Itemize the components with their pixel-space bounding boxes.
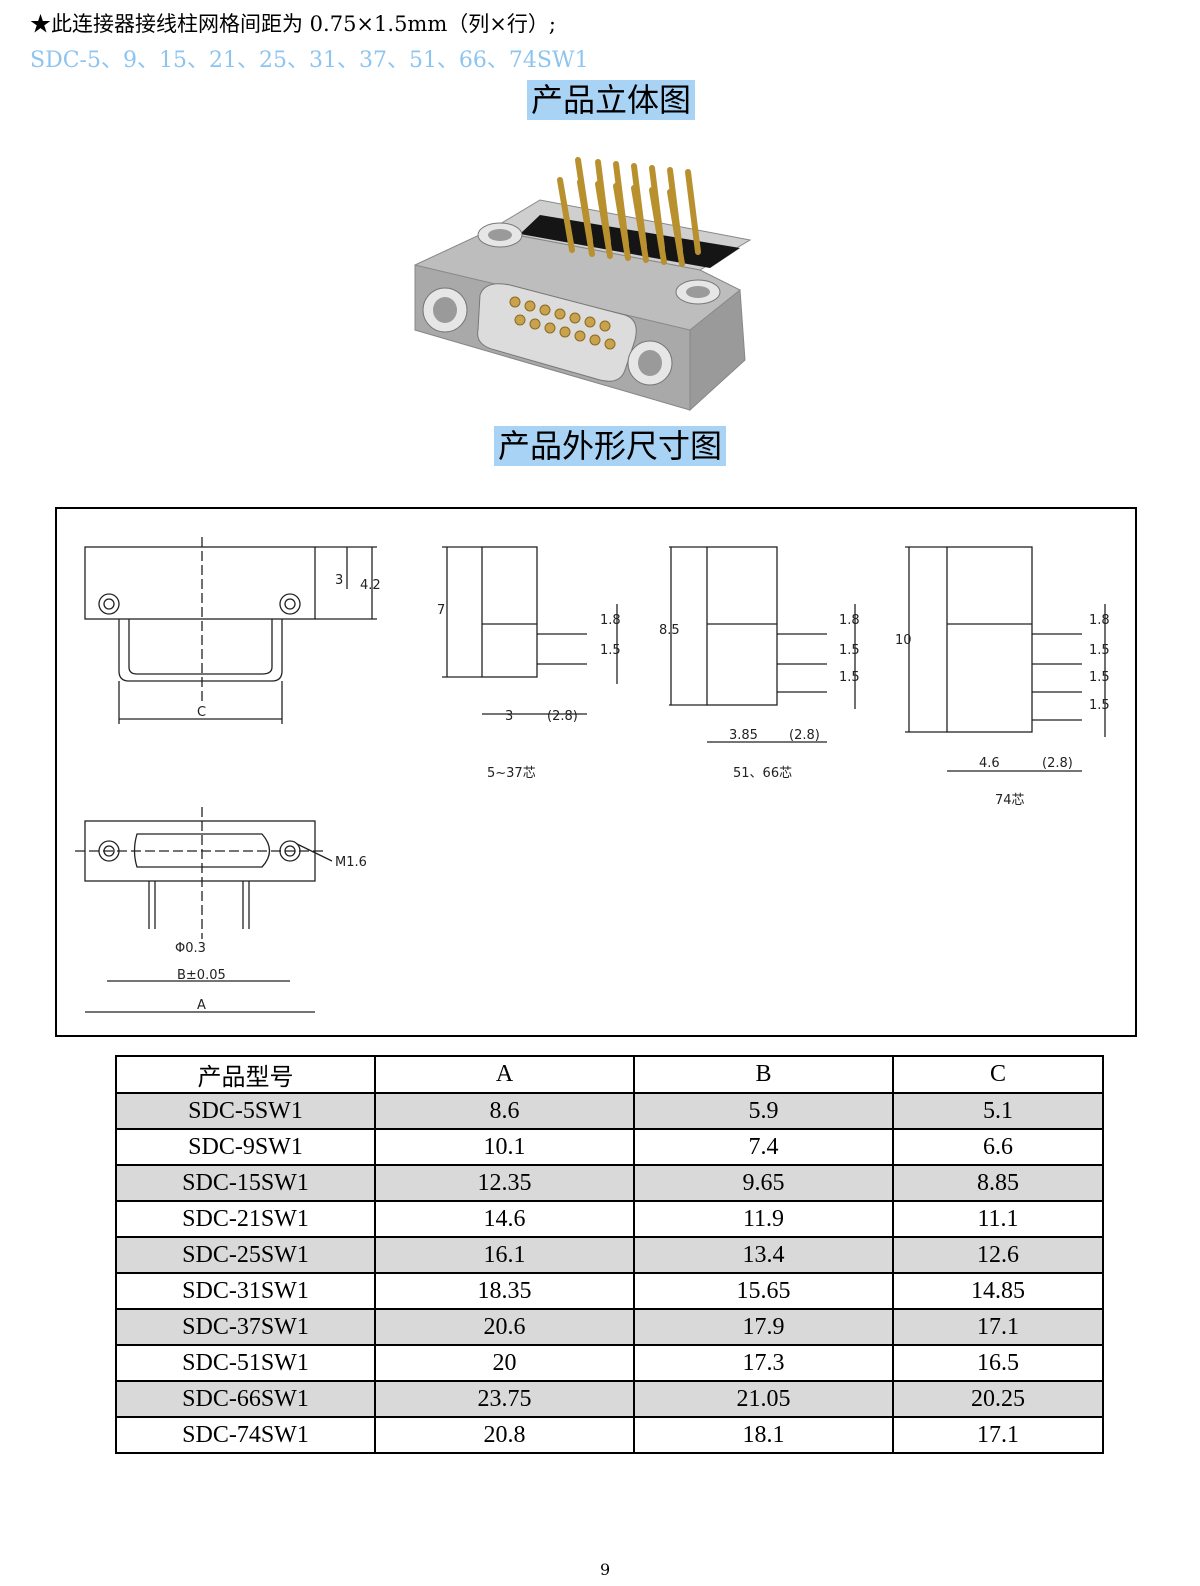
dim-phi: Φ0.3 (175, 941, 206, 956)
dim-w3-85: 3.85 (729, 728, 758, 743)
cell-a: 14.6 (374, 1200, 635, 1238)
cell-b: 17.3 (633, 1344, 894, 1382)
cell-model: SDC-51SW1 (115, 1344, 376, 1382)
caption-51-66: 51、66芯 (733, 766, 792, 781)
cell-model: SDC-25SW1 (115, 1236, 376, 1274)
caption-74: 74芯 (995, 793, 1025, 808)
header-a: A (374, 1055, 635, 1094)
dim-4-2: 4.2 (360, 578, 381, 593)
cell-b: 5.9 (633, 1092, 894, 1130)
dim-8-5: 8.5 (659, 623, 680, 638)
cell-model: SDC-74SW1 (115, 1416, 376, 1454)
caption-5-37: 5~37芯 (487, 766, 536, 781)
cell-a: 10.1 (374, 1128, 635, 1166)
table-header-row: 产品型号 A B C (115, 1055, 1104, 1094)
dim-3: 3 (335, 573, 343, 588)
drawing-svg: C 3 4.2 7 1.8 1.5 3 (2.8) 5~37芯 8.5 1.8 … (75, 537, 1110, 1013)
cell-c: 16.5 (892, 1344, 1104, 1382)
cell-model: SDC-15SW1 (115, 1164, 376, 1202)
header-model: 产品型号 (115, 1055, 376, 1094)
dim-1-5-a: 1.5 (600, 643, 621, 658)
cell-a: 16.1 (374, 1236, 635, 1274)
dim-2-8-a: (2.8) (547, 709, 578, 724)
cell-c: 14.85 (892, 1272, 1104, 1310)
dim-2-8-b: (2.8) (789, 728, 820, 743)
cell-model: SDC-31SW1 (115, 1272, 376, 1310)
page-number: 9 (600, 1560, 611, 1579)
grid-pitch-note: ★此连接器接线柱网格间距为 0.75×1.5mm（列×行）; (30, 12, 556, 36)
header-b: B (633, 1055, 894, 1094)
dim-m1-6: M1.6 (335, 855, 367, 870)
cell-c: 17.1 (892, 1308, 1104, 1346)
dim-1-5-d: 1.5 (1089, 643, 1110, 658)
cell-a: 20 (374, 1344, 635, 1382)
cell-b: 21.05 (633, 1380, 894, 1418)
cell-a: 8.6 (374, 1092, 635, 1130)
dim-a: A (197, 998, 206, 1013)
cell-b: 9.65 (633, 1164, 894, 1202)
front-view-flange (84, 546, 316, 620)
heading-dimension-drawing: 产品外形尺寸图 (494, 426, 727, 466)
front-view-body (118, 619, 283, 682)
dim-w4-6: 4.6 (979, 756, 1000, 771)
cell-model: SDC-37SW1 (115, 1308, 376, 1346)
dim-w3: 3 (505, 709, 513, 724)
dim-7: 7 (437, 603, 445, 618)
dim-b: B±0.05 (177, 968, 226, 983)
model-series: SDC-5、9、15、21、25、31、37、51、66、74SW1 (30, 48, 589, 73)
dim-10: 10 (895, 633, 912, 648)
cell-b: 7.4 (633, 1128, 894, 1166)
cell-b: 13.4 (633, 1236, 894, 1274)
cell-c: 6.6 (892, 1128, 1104, 1166)
dim-1-8-b: 1.8 (839, 613, 860, 628)
dim-1-5-f: 1.5 (1089, 698, 1110, 713)
cell-a: 20.8 (374, 1416, 635, 1454)
dim-2-8-c: (2.8) (1042, 756, 1073, 771)
cell-c: 12.6 (892, 1236, 1104, 1274)
cell-b: 18.1 (633, 1416, 894, 1454)
cell-a: 18.35 (374, 1272, 635, 1310)
cell-c: 5.1 (892, 1092, 1104, 1130)
cell-a: 20.6 (374, 1308, 635, 1346)
cell-model: SDC-9SW1 (115, 1128, 376, 1166)
cell-c: 20.25 (892, 1380, 1104, 1418)
dim-1-5-c: 1.5 (839, 670, 860, 685)
dim-1-8-c: 1.8 (1089, 613, 1110, 628)
cell-b: 11.9 (633, 1200, 894, 1238)
dim-1-8-a: 1.8 (600, 613, 621, 628)
cell-c: 11.1 (892, 1200, 1104, 1238)
dimension-drawing: C 3 4.2 7 1.8 1.5 3 (2.8) 5~37芯 8.5 1.8 … (55, 507, 1137, 1037)
header-c: C (892, 1055, 1104, 1094)
cell-a: 23.75 (374, 1380, 635, 1418)
cell-b: 17.9 (633, 1308, 894, 1346)
connector-3d-image (414, 157, 752, 412)
dim-c: C (197, 705, 206, 720)
cell-model: SDC-5SW1 (115, 1092, 376, 1130)
cell-b: 15.65 (633, 1272, 894, 1310)
heading-3d-view: 产品立体图 (527, 80, 696, 120)
dim-1-5-b: 1.5 (839, 643, 860, 658)
dim-1-5-e: 1.5 (1089, 670, 1110, 685)
cell-c: 17.1 (892, 1416, 1104, 1454)
cell-c: 8.85 (892, 1164, 1104, 1202)
cell-model: SDC-21SW1 (115, 1200, 376, 1238)
cell-model: SDC-66SW1 (115, 1380, 376, 1418)
cell-a: 12.35 (374, 1164, 635, 1202)
